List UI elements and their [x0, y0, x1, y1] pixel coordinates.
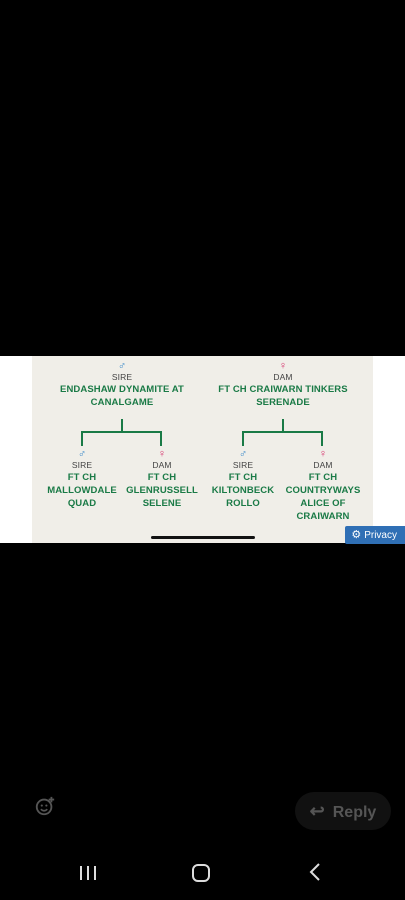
- role-label: SIRE: [111, 372, 133, 382]
- home-icon[interactable]: [181, 862, 221, 890]
- pedigree-grand-dam-1: ♀ DAM FT CH GLENRUSSELL SELENE: [122, 448, 202, 510]
- reply-arrow-icon: ↩: [309, 801, 325, 821]
- connector-line: [242, 431, 323, 433]
- embedded-web-view: ♂ SIRE ENDASHAW DYNAMITE AT CANALGAME ♀ …: [0, 356, 405, 543]
- connector-line: [121, 419, 123, 431]
- name-line: MALLOWDALE: [47, 485, 117, 496]
- female-icon: ♀: [318, 448, 328, 460]
- role-label: SIRE: [232, 460, 254, 470]
- reply-button[interactable]: ↩ Reply: [295, 792, 391, 830]
- emoji-add-icon[interactable]: [30, 795, 60, 825]
- name-line: FT CH CRAIWARN TINKERS: [218, 384, 348, 395]
- scroll-handle[interactable]: [151, 536, 255, 539]
- name-line: ROLLO: [226, 498, 260, 509]
- privacy-button[interactable]: ⚙Privacy: [345, 526, 405, 544]
- pedigree-grand-sire-2: ♂ SIRE FT CH KILTONBECK ROLLO: [203, 448, 283, 510]
- role-label: DAM: [152, 460, 172, 470]
- privacy-label: Privacy: [364, 530, 397, 541]
- pedigree-grand-sire-1: ♂ SIRE FT CH MALLOWDALE QUAD: [42, 448, 122, 510]
- name-line: ENDASHAW DYNAMITE AT: [60, 384, 184, 395]
- name-line: COUNTRYWAYS: [285, 485, 361, 496]
- recent-apps-icon[interactable]: [68, 862, 108, 888]
- name-line: ALICE OF: [300, 498, 346, 509]
- pedigree-dam: ♀ DAM FT CH CRAIWARN TINKERS SERENADE: [213, 360, 353, 409]
- connector-line: [321, 431, 323, 446]
- name-line: KILTONBECK: [211, 485, 275, 496]
- role-label: DAM: [313, 460, 333, 470]
- pedigree-card: ♂ SIRE ENDASHAW DYNAMITE AT CANALGAME ♀ …: [32, 356, 373, 543]
- name-line: FT CH: [147, 472, 177, 483]
- pedigree-grand-dam-2: ♀ DAM FT CH COUNTRYWAYS ALICE OF CRAIWAR…: [283, 448, 363, 523]
- name-line: FT CH: [228, 472, 258, 483]
- back-icon[interactable]: [295, 862, 335, 888]
- system-navigation-bar: [0, 850, 405, 900]
- female-icon: ♀: [157, 448, 167, 460]
- connector-line: [81, 431, 162, 433]
- connector-line: [81, 431, 83, 446]
- name-line: CANALGAME: [90, 397, 154, 408]
- male-icon: ♂: [238, 448, 248, 460]
- home-glyph: [192, 864, 210, 882]
- connector-line: [160, 431, 162, 446]
- back-glyph: [309, 863, 320, 881]
- name-line: QUAD: [67, 498, 97, 509]
- connector-line: [282, 419, 284, 431]
- gear-icon: ⚙: [351, 529, 362, 541]
- emoji-glyph: [35, 796, 55, 816]
- name-line: FT CH: [308, 472, 338, 483]
- role-label: DAM: [273, 372, 293, 382]
- name-line: FT CH: [67, 472, 97, 483]
- name-line: SERENADE: [256, 397, 310, 408]
- recent-apps-glyph: [80, 866, 96, 880]
- male-icon: ♂: [77, 448, 87, 460]
- male-icon: ♂: [117, 360, 127, 372]
- pedigree-sire: ♂ SIRE ENDASHAW DYNAMITE AT CANALGAME: [52, 360, 192, 409]
- name-line: CRAIWARN: [296, 511, 350, 522]
- connector-line: [242, 431, 244, 446]
- name-line: SELENE: [142, 498, 182, 509]
- female-icon: ♀: [278, 360, 288, 372]
- reply-label: Reply: [332, 804, 377, 821]
- name-line: GLENRUSSELL: [126, 485, 198, 496]
- role-label: SIRE: [71, 460, 93, 470]
